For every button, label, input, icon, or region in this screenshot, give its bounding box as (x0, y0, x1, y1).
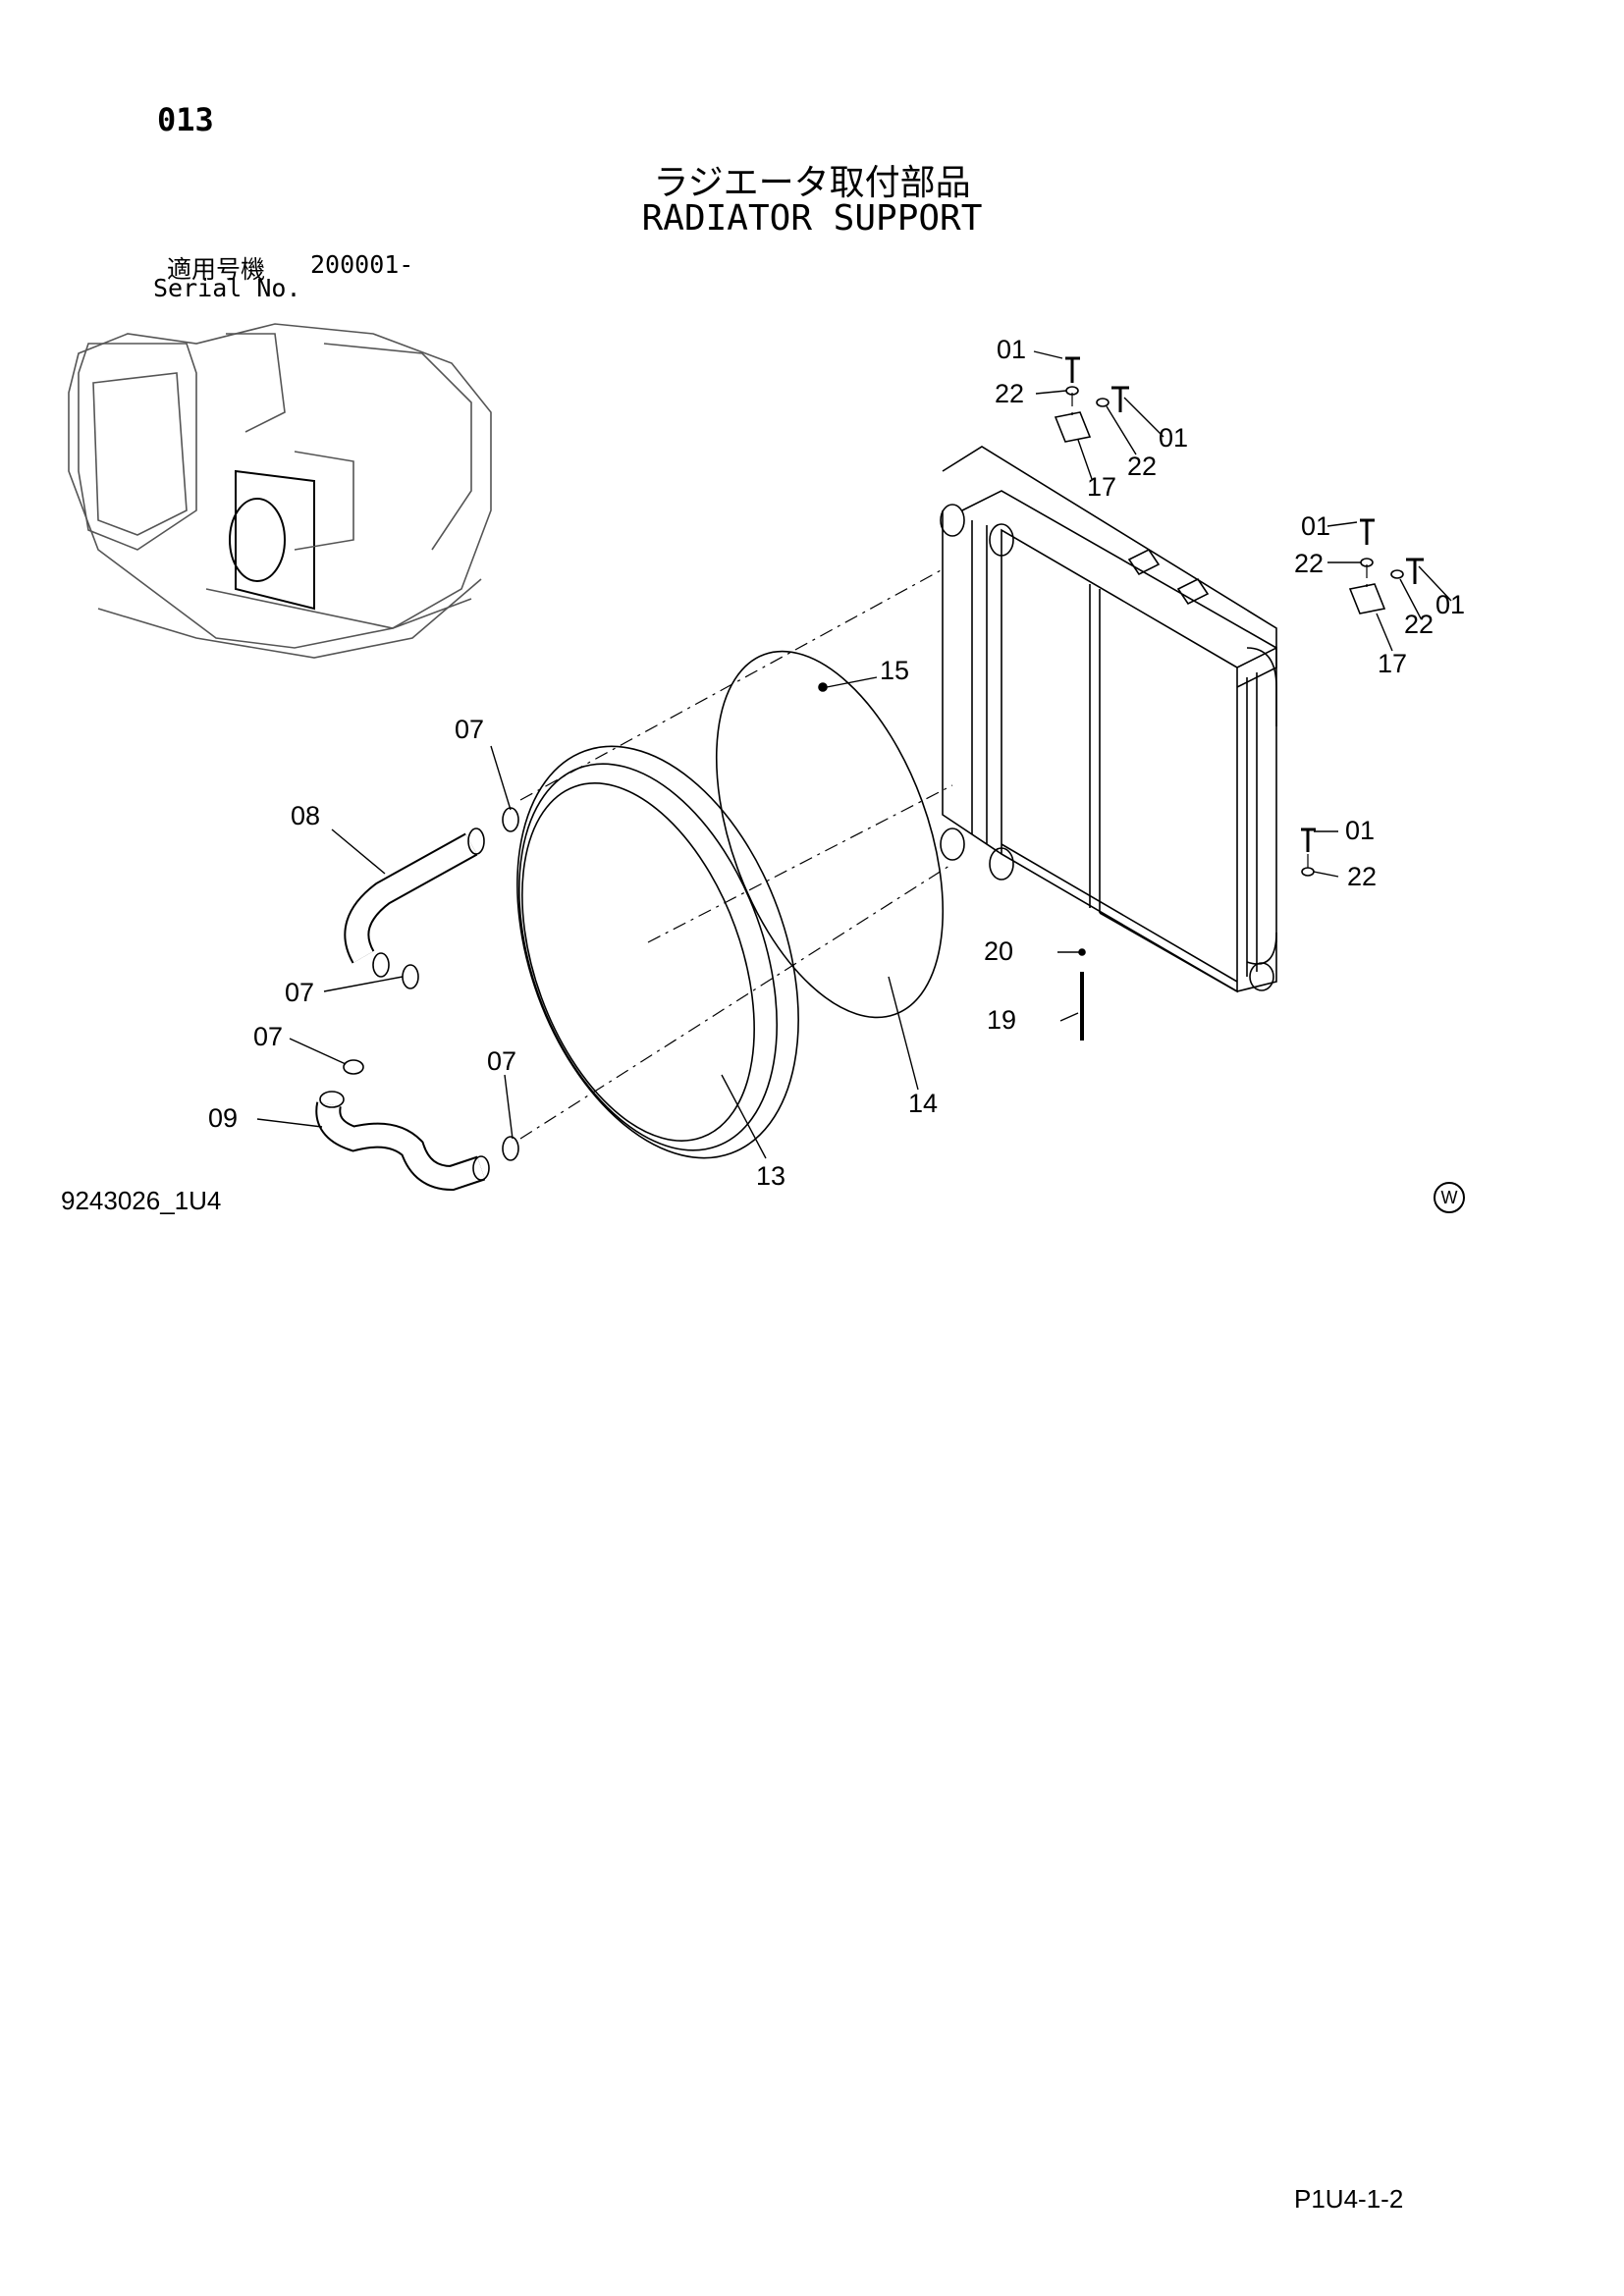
callout-14: 14 (908, 1089, 938, 1118)
clamp-07-b (402, 964, 419, 989)
radiator-assembly (940, 446, 1277, 993)
callout-19: 19 (987, 1005, 1016, 1035)
seal-ring (715, 650, 945, 1019)
fan-shroud-ring (516, 745, 799, 1159)
callout-22: 22 (1404, 610, 1434, 639)
clamp-07-a (502, 807, 519, 832)
serial-label-english: Serial No. (153, 274, 301, 302)
clamp-07-c (343, 1059, 364, 1075)
callout-22: 22 (1347, 862, 1377, 891)
callout-22: 22 (1294, 549, 1324, 578)
callout-17: 17 (1087, 472, 1116, 502)
w-mark-icon: W (1434, 1182, 1465, 1213)
page-reference: P1U4-1-2 (1294, 2184, 1404, 2214)
callout-17: 17 (1378, 649, 1407, 678)
callout-07: 07 (253, 1022, 283, 1051)
callout-09: 09 (208, 1103, 238, 1133)
hose-08 (344, 828, 485, 978)
hose-09 (315, 1091, 490, 1192)
callout-20: 20 (984, 936, 1013, 966)
serial-label-japanese: 適用号機 (167, 255, 266, 284)
clamp-07-d (502, 1136, 519, 1161)
callout-13: 13 (756, 1161, 785, 1191)
callout-01: 01 (1301, 511, 1330, 541)
excavator-overview (68, 323, 492, 659)
callout-22: 22 (1127, 452, 1157, 481)
title-japanese: ラジエータ取付部品 (653, 163, 971, 203)
drawing-code: 9243026_1U4 (61, 1186, 222, 1215)
callout-01: 01 (997, 335, 1026, 364)
callout-01: 01 (1345, 816, 1375, 845)
callout-15: 15 (880, 656, 909, 685)
page-number: 013 (157, 101, 214, 138)
title-english: RADIATOR SUPPORT (641, 198, 983, 239)
callout-07: 07 (455, 715, 484, 744)
callout-22: 22 (995, 379, 1024, 408)
callout-01: 01 (1159, 423, 1188, 453)
callout-07: 07 (285, 978, 314, 1007)
serial-value: 200001- (310, 250, 414, 279)
fasteners-top (1054, 356, 1424, 1041)
callout-07: 07 (487, 1046, 516, 1076)
callout-01: 01 (1435, 590, 1465, 619)
callout-08: 08 (291, 801, 320, 830)
